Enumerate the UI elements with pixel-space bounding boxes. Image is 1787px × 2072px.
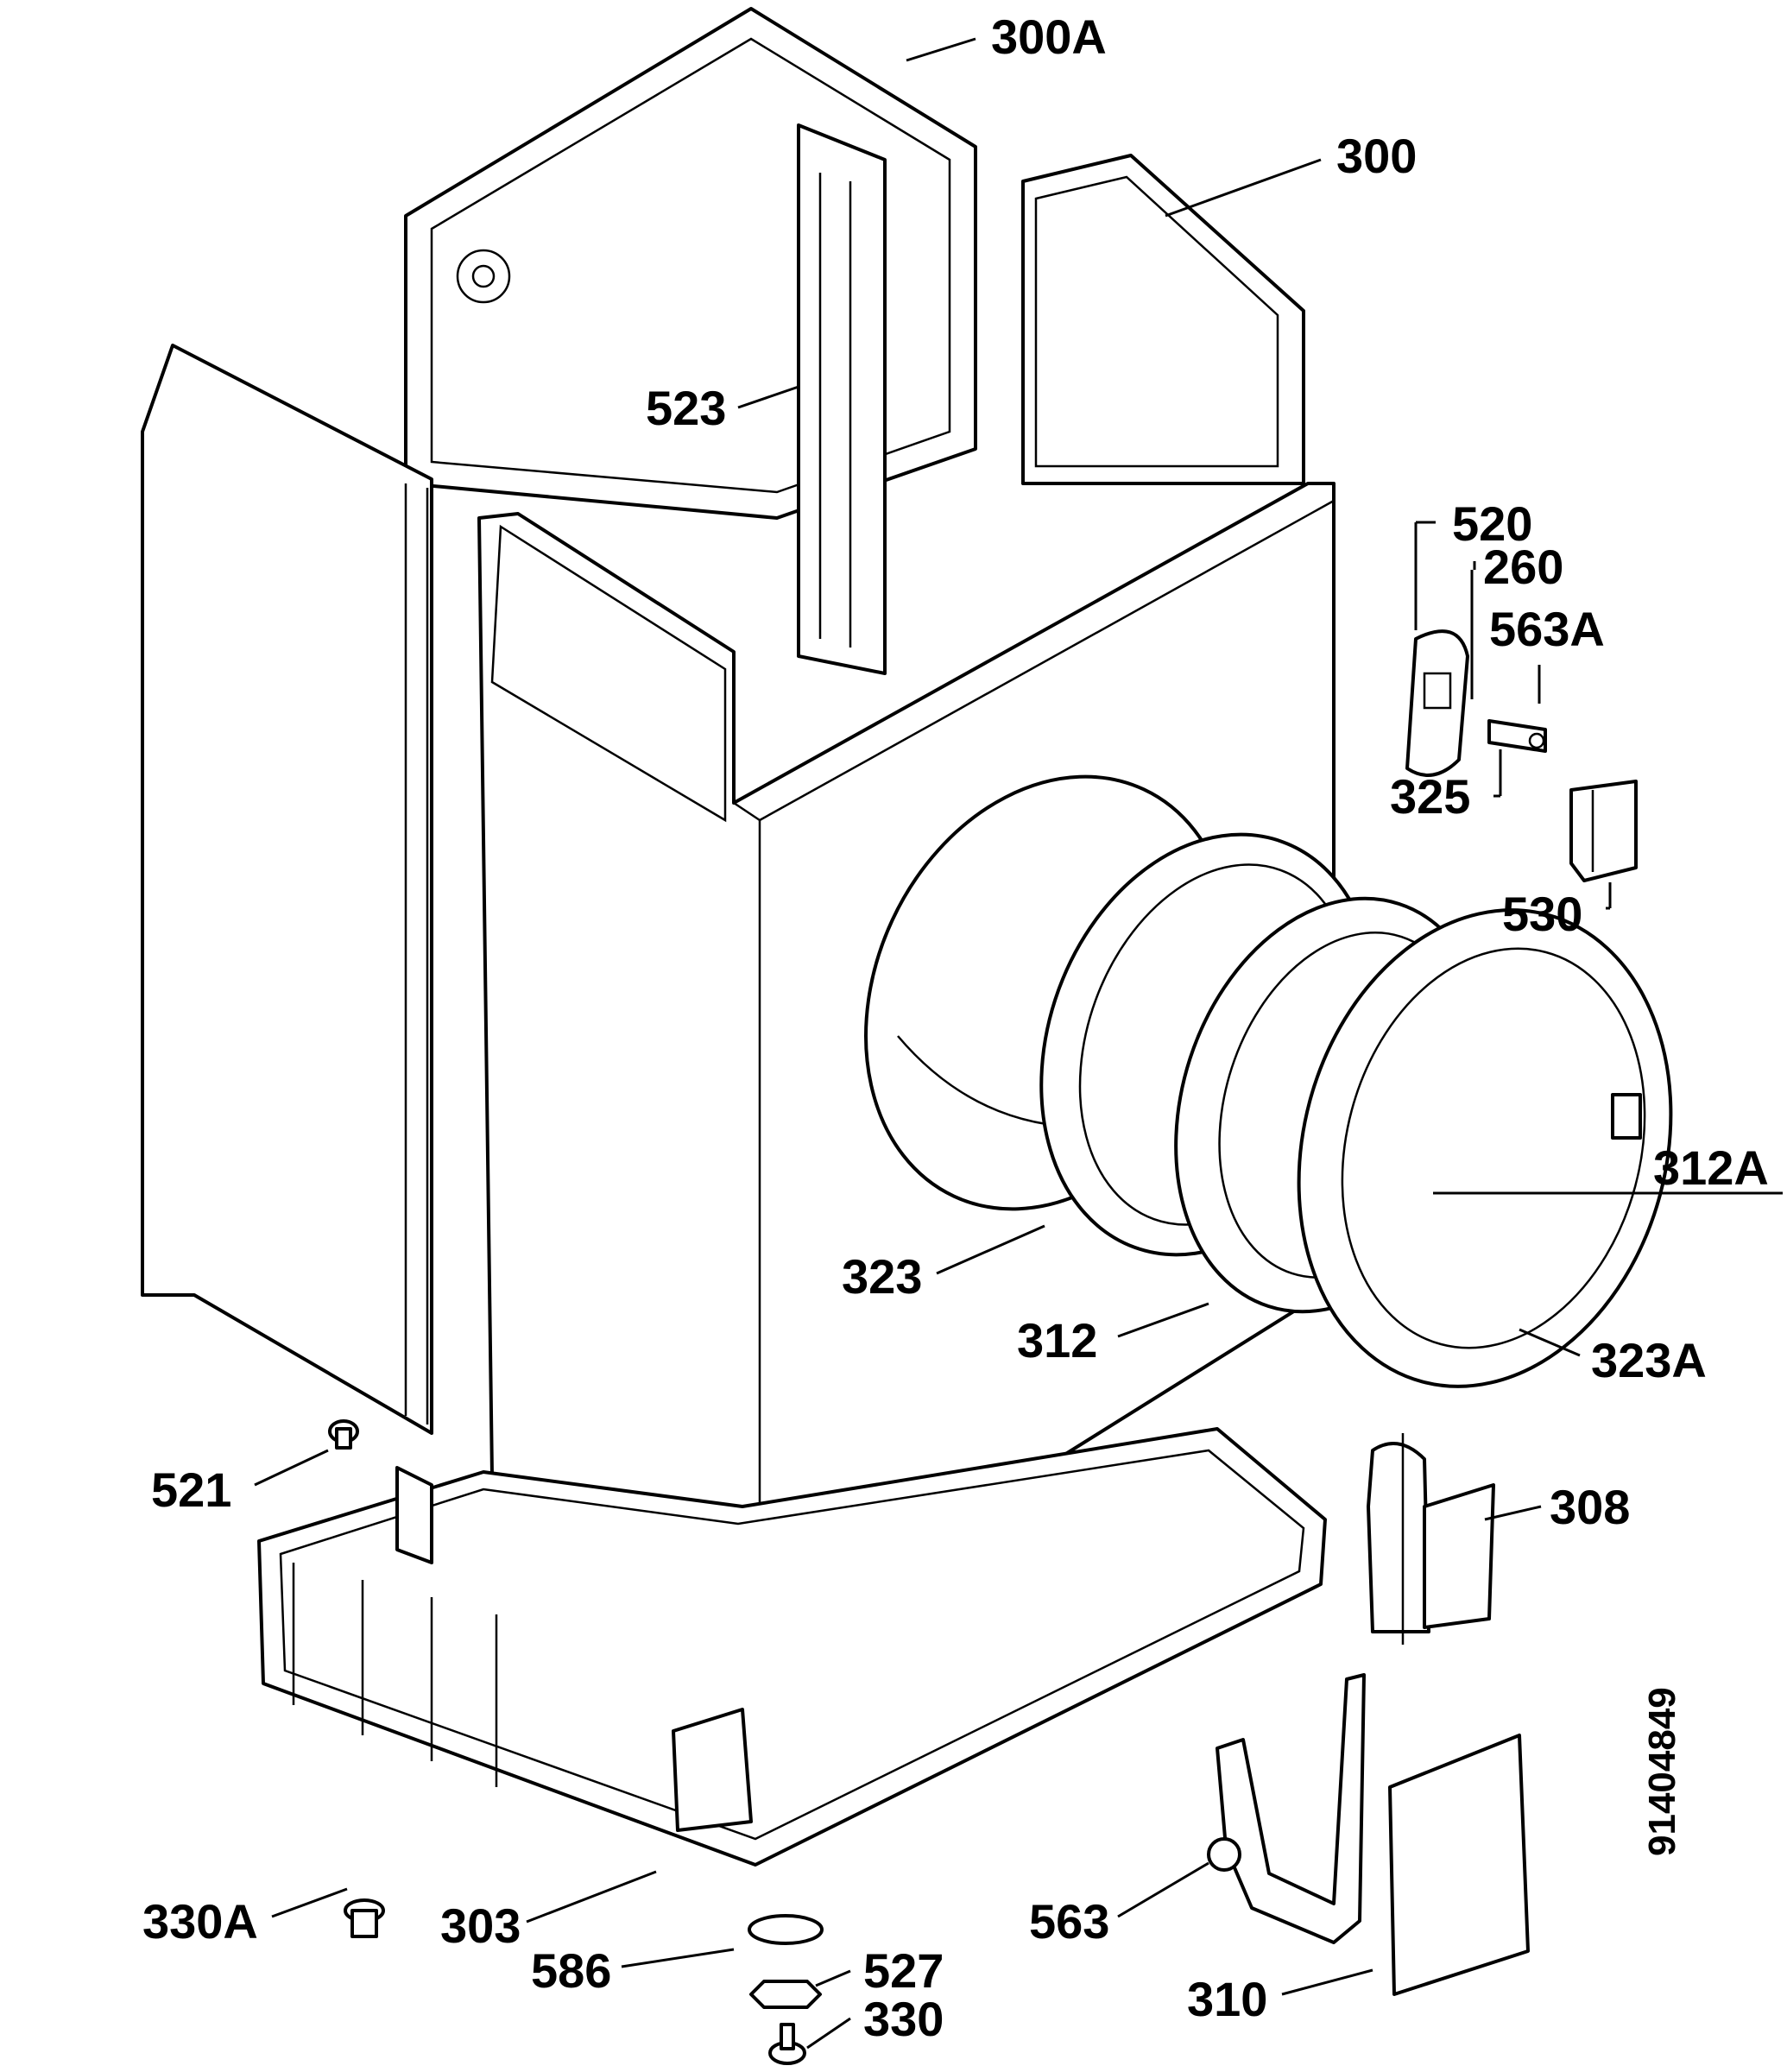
label-520: 520 — [1452, 496, 1532, 551]
label-312a: 312A — [1653, 1140, 1769, 1195]
leader-lines — [254, 37, 1783, 2050]
label-521: 521 — [151, 1462, 231, 1517]
label-323: 323 — [842, 1249, 922, 1304]
foot-spare — [344, 1898, 385, 1938]
door-hinge-tab — [1611, 1093, 1642, 1140]
lock-nut — [749, 1980, 822, 2009]
label-330a: 330A — [142, 1894, 258, 1949]
foot-mount — [748, 1914, 824, 1945]
label-300: 300 — [1336, 129, 1417, 183]
door-handle — [1569, 780, 1638, 882]
door-hinge — [1367, 1433, 1495, 1645]
label-300a: 300A — [991, 9, 1107, 64]
fastener-563 — [1207, 1837, 1241, 1872]
label-563: 563 — [1029, 1894, 1109, 1949]
label-563a: 563A — [1489, 602, 1605, 656]
wiring-strip — [797, 123, 887, 675]
screw — [328, 1419, 359, 1450]
label-530: 530 — [1502, 887, 1582, 941]
kickplate — [1388, 1734, 1530, 1996]
door-assembly — [1297, 908, 1673, 1388]
label-323a: 323A — [1591, 1333, 1707, 1387]
label-330: 330 — [863, 1992, 944, 2046]
label-303: 303 — [440, 1898, 521, 1953]
cabinet-back-frame — [404, 7, 977, 520]
label-310: 310 — [1187, 1972, 1267, 2026]
door-lock — [1405, 629, 1469, 777]
label-325: 325 — [1390, 769, 1470, 824]
label-586: 586 — [531, 1943, 611, 1998]
lock-lever — [1487, 719, 1547, 753]
foot-assembly — [748, 1914, 824, 2065]
base-frame — [257, 1427, 1327, 1867]
drawing-code: 91404849 — [1641, 1687, 1683, 1856]
label-527: 527 — [863, 1943, 944, 1998]
left-side-panel — [141, 344, 433, 1435]
rear-panel — [1021, 154, 1305, 485]
label-308: 308 — [1550, 1480, 1630, 1534]
label-260: 260 — [1483, 540, 1563, 594]
label-523: 523 — [646, 381, 726, 435]
label-312: 312 — [1017, 1313, 1097, 1368]
kickplate-bracket — [1207, 1673, 1366, 1944]
